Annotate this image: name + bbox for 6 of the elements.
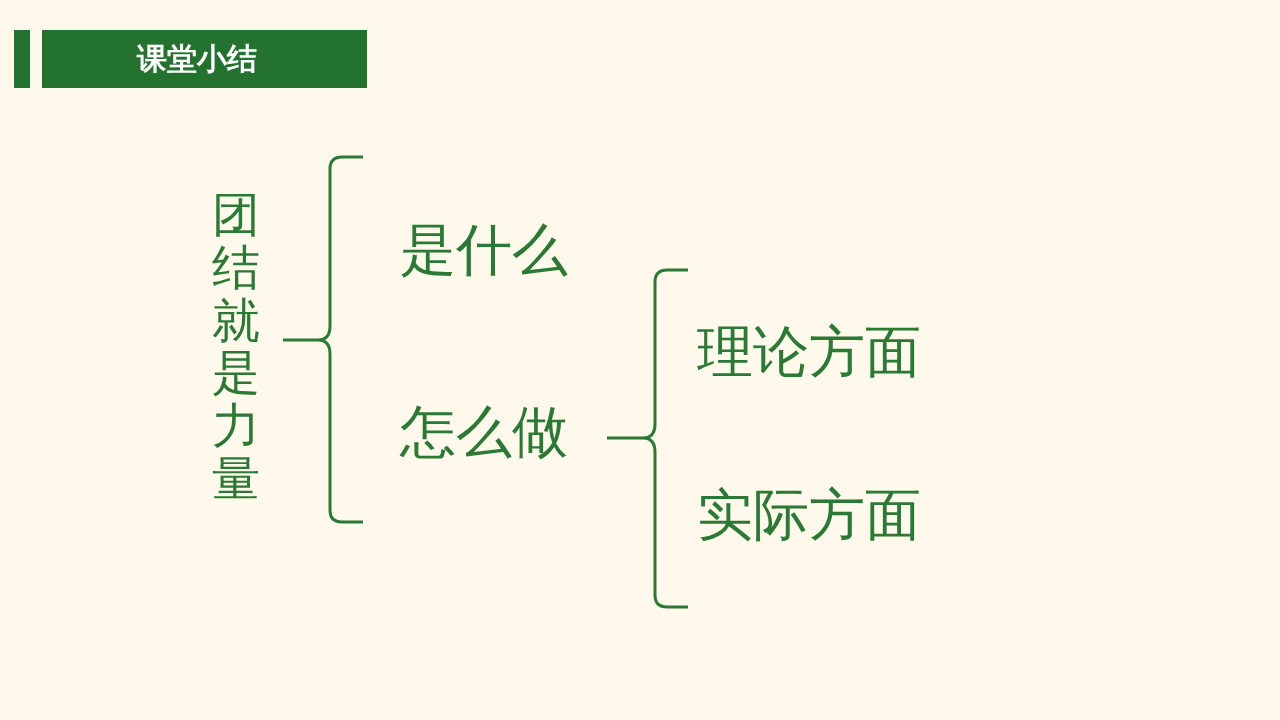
- branch-label: 怎么做: [400, 404, 568, 460]
- title-banner: 课堂小结: [42, 30, 367, 88]
- topic-label: 团结就是力量: [212, 188, 260, 505]
- branch-label: 实际方面: [697, 487, 921, 543]
- branch-label: 理论方面: [697, 324, 921, 380]
- branch-label: 是什么: [400, 222, 568, 278]
